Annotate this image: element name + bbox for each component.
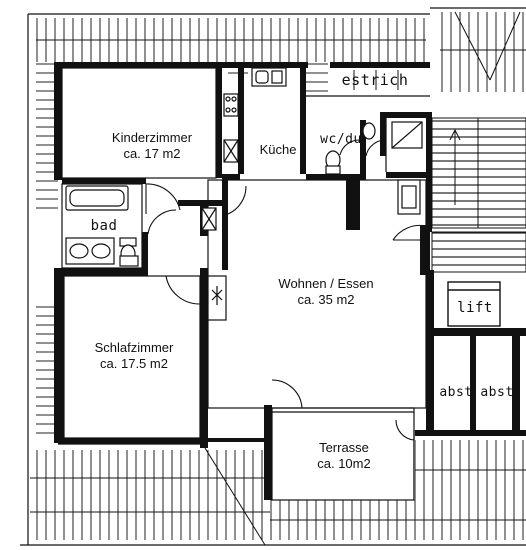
roof-outline	[20, 7, 526, 546]
roof-hatch-lines	[30, 11, 526, 546]
wohnen-area: ca. 35 m2	[297, 292, 355, 307]
room-label-terrasse: Terrasse ca. 10m2	[298, 440, 390, 472]
kueche-name: Küche	[259, 142, 297, 157]
terrasse-name: Terrasse	[319, 440, 369, 455]
room-label-kinderzimmer: Kinderzimmer ca. 17 m2	[92, 130, 212, 162]
window-marks	[149, 62, 400, 90]
door-swings	[145, 139, 427, 441]
lift-shaft	[447, 281, 501, 327]
abst-right-name: abst	[480, 385, 514, 400]
room-label-abst-right: abst	[478, 385, 516, 401]
abst-left-name: abst	[439, 385, 473, 400]
room-label-schlafzimmer: Schlafzimmer ca. 17.5 m2	[74, 340, 194, 372]
room-label-abst-left: abst	[436, 385, 476, 401]
room-label-kueche: Küche	[252, 142, 304, 158]
schlafzimmer-area: ca. 17.5 m2	[100, 356, 168, 371]
terrasse-area: ca. 10m2	[317, 456, 371, 471]
lift-name: lift	[457, 300, 493, 316]
kinderzimmer-area: ca. 17 m2	[123, 146, 181, 161]
room-label-lift: lift	[452, 300, 498, 316]
room-label-bad: bad	[86, 218, 122, 234]
estrich-name: estrich	[341, 71, 409, 89]
room-label-estrich: estrich	[340, 72, 410, 88]
wc-name: wc/du	[320, 132, 362, 147]
schlafzimmer-name: Schlafzimmer	[94, 340, 174, 355]
fixtures	[65, 67, 423, 321]
room-label-wohnen: Wohnen / Essen ca. 35 m2	[258, 276, 394, 308]
room-label-wc: wc/du	[316, 132, 366, 148]
bad-name: bad	[90, 218, 118, 234]
walls	[54, 62, 526, 500]
staircase	[431, 117, 526, 273]
kinderzimmer-name: Kinderzimmer	[111, 130, 193, 145]
wohnen-name: Wohnen / Essen	[278, 276, 374, 291]
